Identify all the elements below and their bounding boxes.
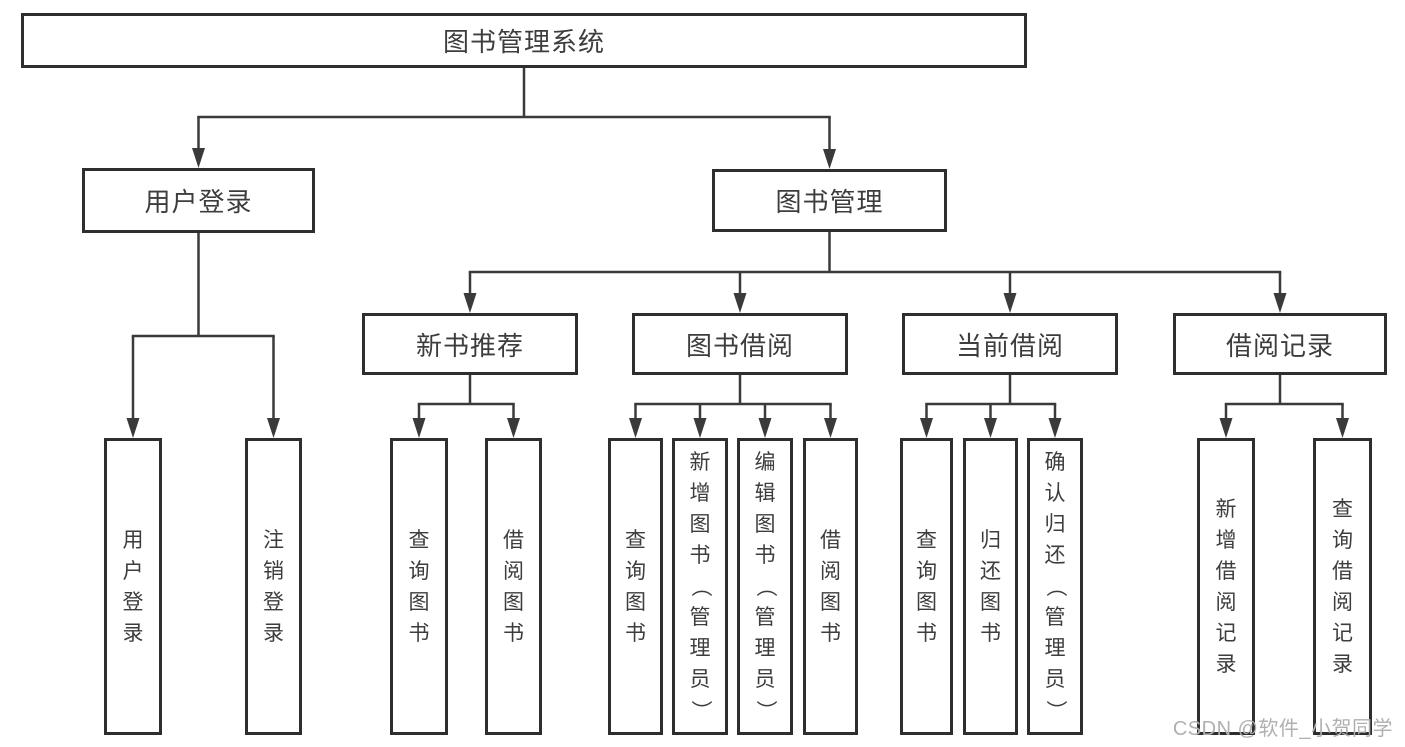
csdn-watermark: CSDN @软件_小贺同学 (1172, 718, 1393, 740)
leaf-query-books: 查询图书 (390, 438, 448, 735)
leaf-borrow-books: 借阅图书 (803, 438, 858, 735)
leaf-confirm-return-admin: 确认归还（管理员） (1027, 438, 1083, 735)
node-book-borrowing: 图书借阅 (632, 313, 848, 375)
node-user-login: 用户登录 (82, 168, 315, 233)
leaf-edit-books-admin: 编辑图书（管理员） (737, 438, 793, 735)
connector-current (920, 375, 1062, 438)
node-borrowing-records: 借阅记录 (1173, 313, 1387, 375)
connector-mgmt (463, 232, 1287, 313)
leaf-query-books: 查询图书 (900, 438, 953, 735)
leaf-logout: 注销登录 (245, 438, 302, 735)
connector-login (126, 233, 280, 438)
leaf-query-borrow-record: 查询借阅记录 (1313, 438, 1372, 735)
connector-sys (192, 68, 836, 169)
leaf-query-books: 查询图书 (608, 438, 663, 735)
leaf-return-books: 归还图书 (963, 438, 1018, 735)
leaf-user-login: 用户登录 (104, 438, 162, 735)
leaf-add-books-admin: 新增图书（管理员） (672, 438, 728, 735)
connector-borrow (629, 375, 837, 438)
connector-records (1219, 375, 1349, 438)
node-new-book-recommendation: 新书推荐 (362, 313, 578, 375)
node-current-borrowing: 当前借阅 (902, 313, 1118, 375)
node-library-management-system: 图书管理系统 (21, 13, 1027, 68)
leaf-add-borrow-record: 新增借阅记录 (1197, 438, 1255, 735)
leaf-borrow-books: 借阅图书 (485, 438, 542, 735)
connector-recommend (412, 375, 520, 438)
node-book-management: 图书管理 (712, 169, 947, 232)
